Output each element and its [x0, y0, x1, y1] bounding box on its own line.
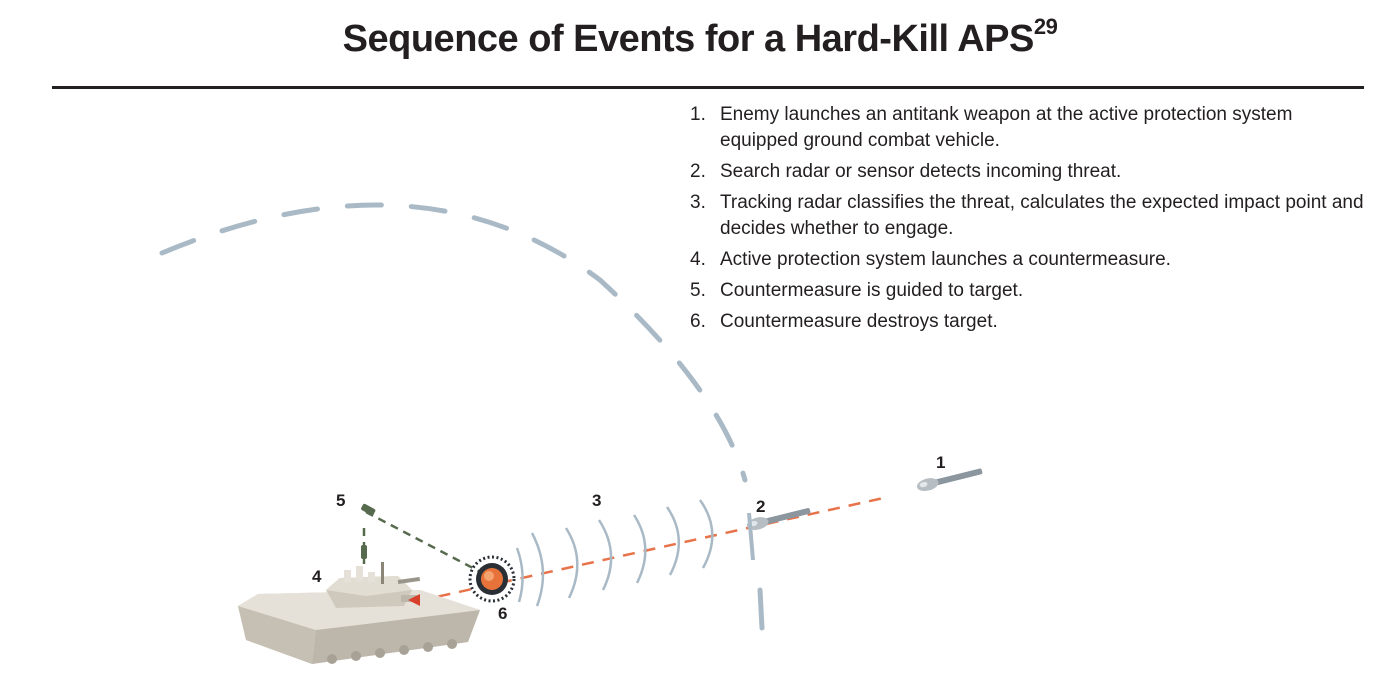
step-item: 2. Search radar or sensor detects incomin… — [690, 159, 1370, 185]
step-item: 5. Countermeasure is guided to target. — [690, 278, 1370, 304]
tracking-radar-waves — [515, 499, 714, 607]
label-4: 4 — [312, 567, 322, 586]
radar-wave-icon — [632, 514, 647, 584]
countermeasure-icon — [361, 503, 376, 516]
radar-wave-icon — [665, 506, 681, 576]
label-2: 2 — [756, 497, 765, 516]
missile-icon — [916, 468, 983, 491]
radar-wave-icon — [515, 547, 524, 603]
label-1: 1 — [936, 453, 945, 472]
guidance-path — [361, 503, 493, 580]
countermeasure-launch-marker — [408, 594, 420, 606]
threat-trajectory — [417, 495, 889, 603]
radar-wave-icon — [564, 527, 579, 599]
radar-wave-icon — [530, 532, 545, 607]
search-radar-arc-lower — [757, 587, 765, 631]
countermeasure-icon — [361, 545, 367, 559]
search-radar-arc-cross — [747, 512, 755, 561]
step-item: 3. Tracking radar classifies the threat, … — [690, 190, 1370, 242]
label-5: 5 — [336, 491, 345, 510]
step-number: 5. — [690, 280, 706, 301]
explosion-icon — [468, 555, 516, 603]
step-number: 2. — [690, 161, 706, 182]
step-number: 1. — [690, 104, 706, 125]
step-text: Countermeasure destroys target. — [720, 311, 998, 332]
step-text: Enemy launches an antitank weapon at the… — [720, 104, 1293, 151]
title-divider — [52, 86, 1364, 89]
label-6: 6 — [498, 604, 507, 623]
vehicle-icon — [238, 562, 480, 664]
step-text: Countermeasure is guided to target. — [720, 280, 1024, 301]
step-item: 4. Active protection system launches a co… — [690, 247, 1370, 273]
steps-list: 1. Enemy launches an antitank weapon at t… — [690, 102, 1370, 340]
radar-wave-icon — [698, 499, 714, 569]
step-text: Active protection system launches a coun… — [720, 249, 1171, 270]
step-item: 6. Countermeasure destroys target. — [690, 309, 1370, 335]
step-item: 1. Enemy launches an antitank weapon at t… — [690, 102, 1370, 154]
step-number: 6. — [690, 311, 706, 332]
label-3: 3 — [592, 491, 601, 510]
page-title: Sequence of Events for a Hard-Kill APS29 — [342, 14, 1058, 60]
step-text: Search radar or sensor detects incoming … — [720, 161, 1122, 182]
step-number: 3. — [690, 192, 706, 213]
step-text: Tracking radar classifies the threat, ca… — [720, 192, 1364, 239]
step-number: 4. — [690, 249, 706, 270]
radar-wave-icon — [597, 519, 613, 591]
search-radar-arc — [159, 202, 748, 483]
